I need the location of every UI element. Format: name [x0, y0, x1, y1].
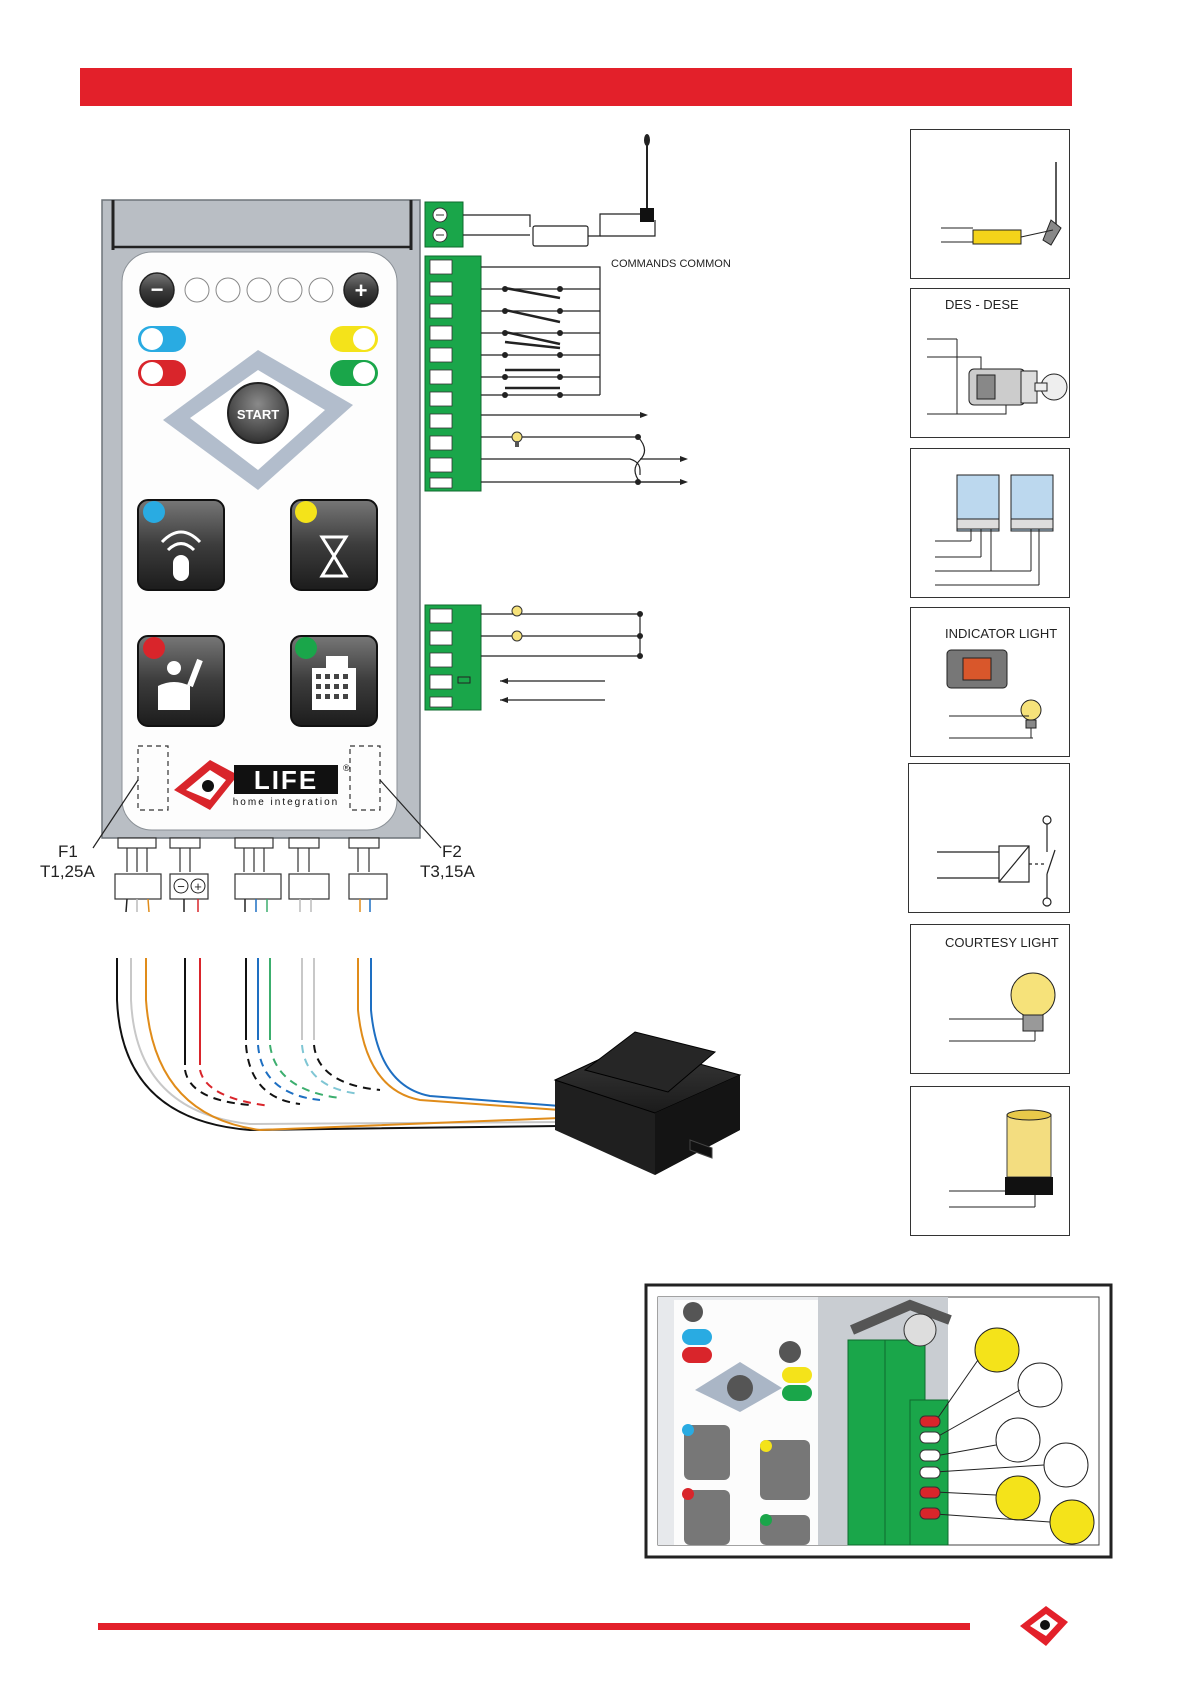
plus-symbol: +	[355, 278, 368, 303]
fuse-f1-name: F1	[58, 842, 78, 862]
bottom-connectors	[115, 838, 387, 899]
flashing-light-drawing	[911, 1087, 1069, 1235]
flashing-light-box	[910, 1086, 1070, 1236]
indicator-light-label: INDICATOR LIGHT	[945, 626, 1057, 641]
courtesy-light-box: COURTESY LIGHT	[910, 924, 1070, 1074]
commands-terminal: COMMANDS COMMON	[425, 256, 731, 491]
start-label: START	[237, 407, 279, 422]
registered-mark: ®	[343, 763, 350, 773]
transformer-wires	[117, 958, 560, 1130]
key-selector-label: DES - DESE	[945, 297, 1019, 312]
led-inset	[646, 1285, 1111, 1557]
footer-line	[98, 1623, 970, 1630]
fuse-f2-name: F2	[442, 842, 462, 862]
courtesy-light-label: COURTESY LIGHT	[945, 935, 1059, 950]
photocell-drawing	[911, 449, 1069, 597]
minus-symbol: −	[151, 277, 164, 302]
antenna-accessory-drawing	[911, 130, 1069, 278]
indicator-light-box: INDICATOR LIGHT	[910, 607, 1070, 757]
brand-tagline: home integration	[233, 797, 340, 808]
remote-icon	[173, 555, 189, 581]
antenna-terminal	[425, 134, 655, 247]
transformer	[555, 1032, 740, 1175]
connector-leads	[126, 899, 370, 912]
antenna-accessory-box	[910, 129, 1070, 279]
footer-logo-icon	[1018, 1602, 1070, 1648]
brand-name: LIFE	[254, 765, 318, 795]
key-selector-box: DES - DESE	[910, 288, 1070, 438]
connector-minus: −	[177, 879, 185, 894]
lamp-terminal	[425, 605, 643, 710]
relay-box	[908, 763, 1070, 913]
connector-plus: +	[194, 879, 202, 894]
fuse-f1-rating: T1,25A	[40, 862, 95, 882]
fuse-f2-rating: T3,15A	[420, 862, 475, 882]
photocell-box	[910, 448, 1070, 598]
commands-common-label: COMMANDS COMMON	[611, 258, 731, 270]
relay-drawing	[909, 764, 1069, 912]
